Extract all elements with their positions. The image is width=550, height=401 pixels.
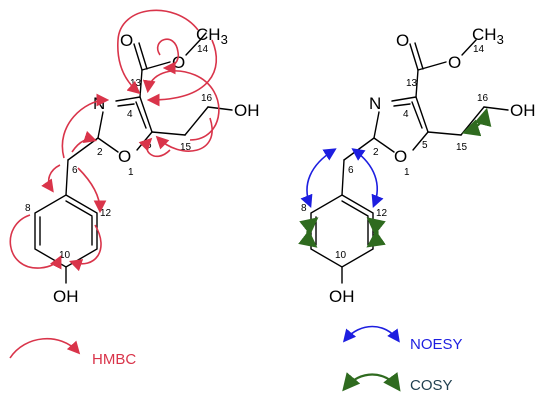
- hydroxyl-label: OH: [234, 101, 260, 120]
- atom-number: 1: [128, 167, 134, 178]
- ring-oxygen-label: O: [394, 147, 407, 166]
- bond: [460, 106, 485, 136]
- bond: [97, 111, 104, 139]
- atom-number: 1: [404, 167, 410, 178]
- bond: [199, 32, 207, 41]
- atom-number: 4: [127, 109, 133, 120]
- bond: [393, 103, 411, 107]
- ring-nitrogen-label: N: [93, 94, 105, 113]
- hmbc-arrow-6-to-12: [77, 167, 107, 214]
- atom-number: 15: [456, 142, 468, 153]
- atom-number: 4: [403, 109, 409, 120]
- right-molecule: O O CH3 N O OH OH 14 13 4 16 15 5 2 1 6: [298, 25, 536, 306]
- bond: [97, 137, 119, 153]
- bond: [427, 131, 462, 136]
- bond: [414, 42, 424, 70]
- bond: [65, 159, 69, 196]
- cosy-arrow-8-9: [298, 217, 319, 248]
- bond: [133, 43, 143, 71]
- atom-number: 15: [180, 142, 192, 153]
- carbonyl-oxygen-label: O: [120, 31, 133, 50]
- hmbc-arrow-15-to-4: [142, 70, 220, 141]
- hmbc-arrow-12-to-10: [68, 224, 102, 272]
- atom-number: 12: [376, 208, 388, 219]
- atom-number: 16: [477, 93, 489, 104]
- bond: [115, 96, 141, 102]
- bond: [461, 39, 477, 56]
- bond: [411, 101, 423, 129]
- atom-number: 13: [406, 78, 418, 89]
- bond: [483, 106, 509, 111]
- atom-number: 16: [201, 93, 213, 104]
- bond: [139, 96, 153, 133]
- hmbc-arrow-14-to-4: [146, 39, 218, 107]
- methyl-label: CH3: [472, 25, 504, 47]
- noesy-arrow-6-to-8: [300, 148, 337, 208]
- ring-oxygen-label: O: [118, 147, 131, 166]
- bond: [135, 101, 147, 129]
- bond: [341, 200, 369, 217]
- legend-noesy-arrow: [342, 325, 400, 343]
- atom-number: 10: [59, 250, 71, 261]
- legend-hmbc-label: HMBC: [92, 351, 136, 368]
- phenol-oh-label: OH: [329, 287, 355, 306]
- carbonyl-oxygen-label: O: [396, 31, 409, 50]
- bond: [117, 103, 135, 107]
- bond: [417, 61, 447, 71]
- bond: [184, 106, 209, 136]
- atom-number: 10: [335, 250, 347, 261]
- atom-number: 8: [25, 203, 31, 214]
- hmbc-arrow-14-to-13: [117, 9, 199, 95]
- atom-number: 13: [130, 78, 142, 89]
- bond: [373, 137, 395, 153]
- bond: [65, 200, 93, 217]
- legend-hmbc-arrow: [9, 338, 81, 359]
- ring-nitrogen-label: N: [369, 94, 381, 113]
- bond: [409, 43, 419, 71]
- bond: [151, 131, 186, 136]
- atom-number: 14: [473, 44, 485, 55]
- atom-number: 8: [301, 203, 307, 214]
- methyl-label: CH3: [196, 25, 228, 47]
- legend-noesy-label: NOESY: [410, 336, 463, 353]
- atom-number: 6: [72, 165, 78, 176]
- hmbc-arrow-8-to-10: [9, 214, 62, 270]
- legend-cosy-arrow: [342, 372, 401, 392]
- bond: [415, 96, 429, 133]
- atom-number: 12: [100, 208, 112, 219]
- hydroxyl-label: OH: [510, 101, 536, 120]
- hmbc-arrow-16-to-5: [155, 117, 213, 152]
- bond: [138, 42, 148, 70]
- hmbc-arrow-15-to-5: [138, 137, 171, 157]
- atom-number: 6: [348, 165, 354, 176]
- bond: [207, 106, 233, 111]
- phenol-oh-label: OH: [53, 287, 79, 306]
- ester-oxygen-label: O: [448, 53, 461, 72]
- atom-number: 2: [373, 147, 379, 158]
- bond: [373, 111, 380, 139]
- bond: [391, 96, 417, 102]
- bond: [412, 131, 429, 151]
- left-molecule: O O CH3 N O OH OH 14 13: [9, 9, 260, 306]
- bond: [415, 69, 419, 98]
- bond: [343, 137, 375, 161]
- cosy-arrow-15-16: [461, 107, 492, 137]
- hmbc-arrow-6-to-2: [71, 130, 98, 153]
- bond: [185, 39, 201, 56]
- atom-number: 5: [422, 140, 428, 151]
- cosy-arrow-12-11: [366, 217, 386, 248]
- atom-number: 2: [97, 147, 103, 158]
- hmbc-arrow-6-to-n3: [61, 93, 110, 159]
- hmbc-arrow-13-loop: [157, 38, 180, 75]
- hmbc-arrow-6-to-ring: [41, 164, 61, 193]
- legend: HMBC NOESY COSY: [9, 325, 463, 394]
- bond: [341, 159, 345, 196]
- legend-cosy-label: COSY: [410, 377, 453, 394]
- noesy-arrow-6-to-12: [351, 148, 384, 208]
- atom-number: 14: [197, 44, 209, 55]
